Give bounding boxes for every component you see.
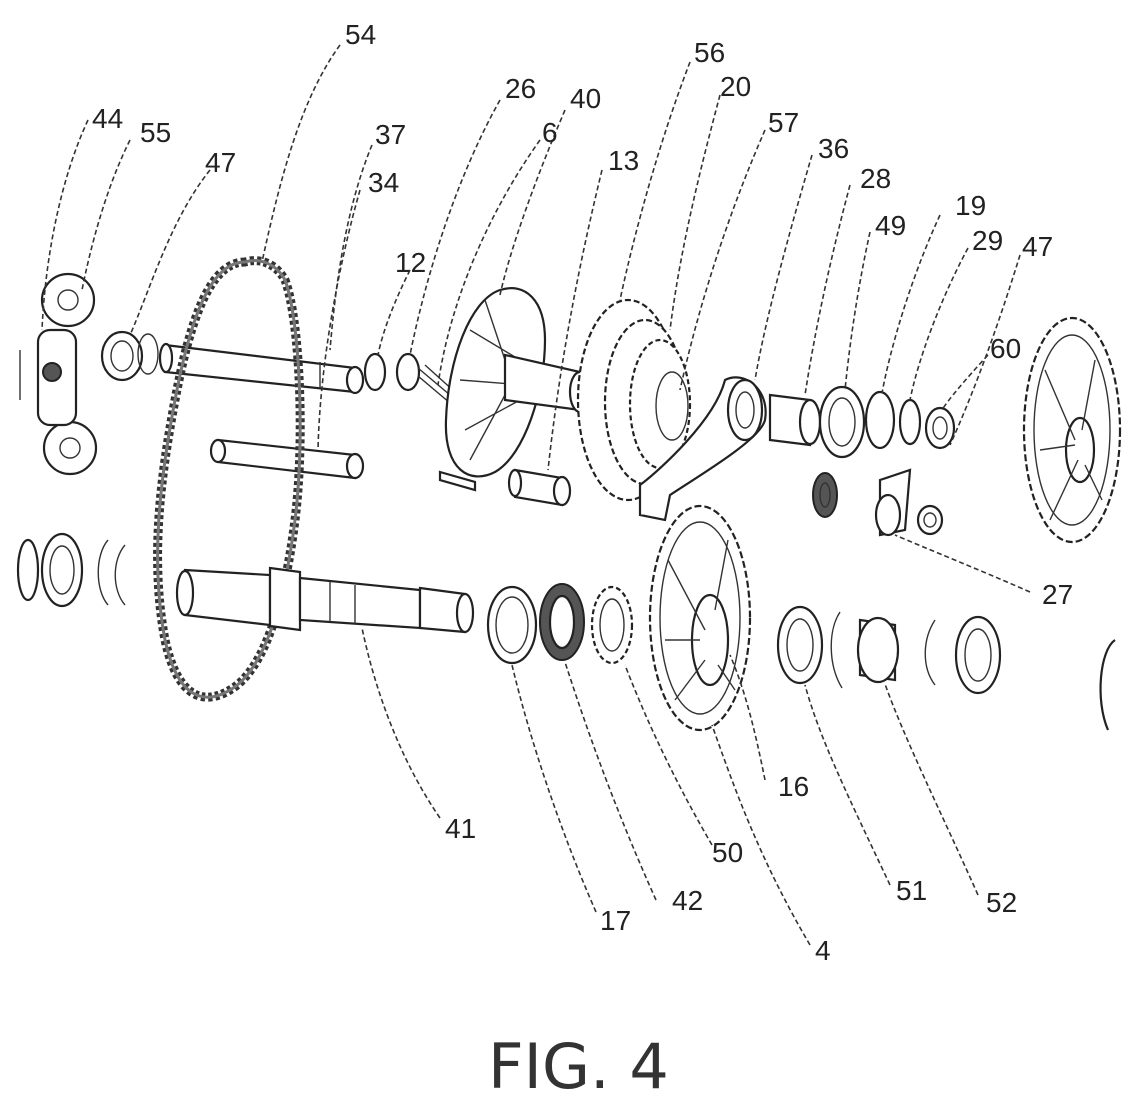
label-41: 41 xyxy=(445,813,476,844)
label-12: 12 xyxy=(395,247,426,278)
label-28: 28 xyxy=(860,163,891,194)
label-6: 6 xyxy=(542,117,558,148)
label-56: 56 xyxy=(694,37,725,68)
part-bearings-right xyxy=(768,385,956,459)
part-rings-17-42-50 xyxy=(486,583,634,665)
label-37: 37 xyxy=(375,119,406,150)
label-47-left: 47 xyxy=(205,147,236,178)
part-chainring-4 xyxy=(648,504,752,732)
label-55: 55 xyxy=(140,117,171,148)
label-42: 42 xyxy=(672,885,703,916)
label-19: 19 xyxy=(955,190,986,221)
part-pin-34 xyxy=(209,438,365,480)
figure-caption: FIG. 4 xyxy=(488,1030,669,1103)
part-bearings-lower-left xyxy=(16,532,126,608)
label-51: 51 xyxy=(896,875,927,906)
part-upper-axle-37 xyxy=(158,342,365,395)
part-hub-40 xyxy=(438,287,592,492)
label-27: 27 xyxy=(1042,579,1073,610)
label-57: 57 xyxy=(768,107,799,138)
label-20: 20 xyxy=(720,71,751,102)
part-spring-49 xyxy=(812,472,838,518)
leader-lines xyxy=(41,44,1031,946)
part-arm-57 xyxy=(638,376,767,522)
label-13: 13 xyxy=(608,145,639,176)
label-17: 17 xyxy=(600,905,631,936)
part-small-sprockets-left xyxy=(19,272,98,476)
label-44: 44 xyxy=(92,103,123,134)
label-16: 16 xyxy=(778,771,809,802)
label-54: 54 xyxy=(345,19,376,50)
label-36: 36 xyxy=(818,133,849,164)
part-lower-axle-41 xyxy=(175,566,475,634)
label-50: 50 xyxy=(712,837,743,868)
part-spacer-13 xyxy=(507,468,572,507)
part-pawl-27 xyxy=(874,468,944,537)
part-right-edge-partial xyxy=(1099,639,1116,731)
label-34: 34 xyxy=(368,167,399,198)
label-26: 26 xyxy=(505,73,536,104)
part-sprocket-right xyxy=(1022,316,1122,544)
part-rings-12-26 xyxy=(363,352,456,404)
part-chain-54 xyxy=(153,256,305,702)
label-4: 4 xyxy=(815,935,831,966)
label-49: 49 xyxy=(875,210,906,241)
label-52: 52 xyxy=(986,887,1017,918)
label-47-right: 47 xyxy=(1022,231,1053,262)
label-40: 40 xyxy=(570,83,601,114)
part-cassette-56 xyxy=(576,298,692,502)
label-60: 60 xyxy=(990,333,1021,364)
reference-labels: 44 55 47 54 37 34 12 26 6 40 13 56 20 57… xyxy=(92,19,1073,966)
part-bearing-47-left xyxy=(100,330,159,382)
label-29: 29 xyxy=(972,225,1003,256)
part-bearings-51-52 xyxy=(776,605,1002,695)
